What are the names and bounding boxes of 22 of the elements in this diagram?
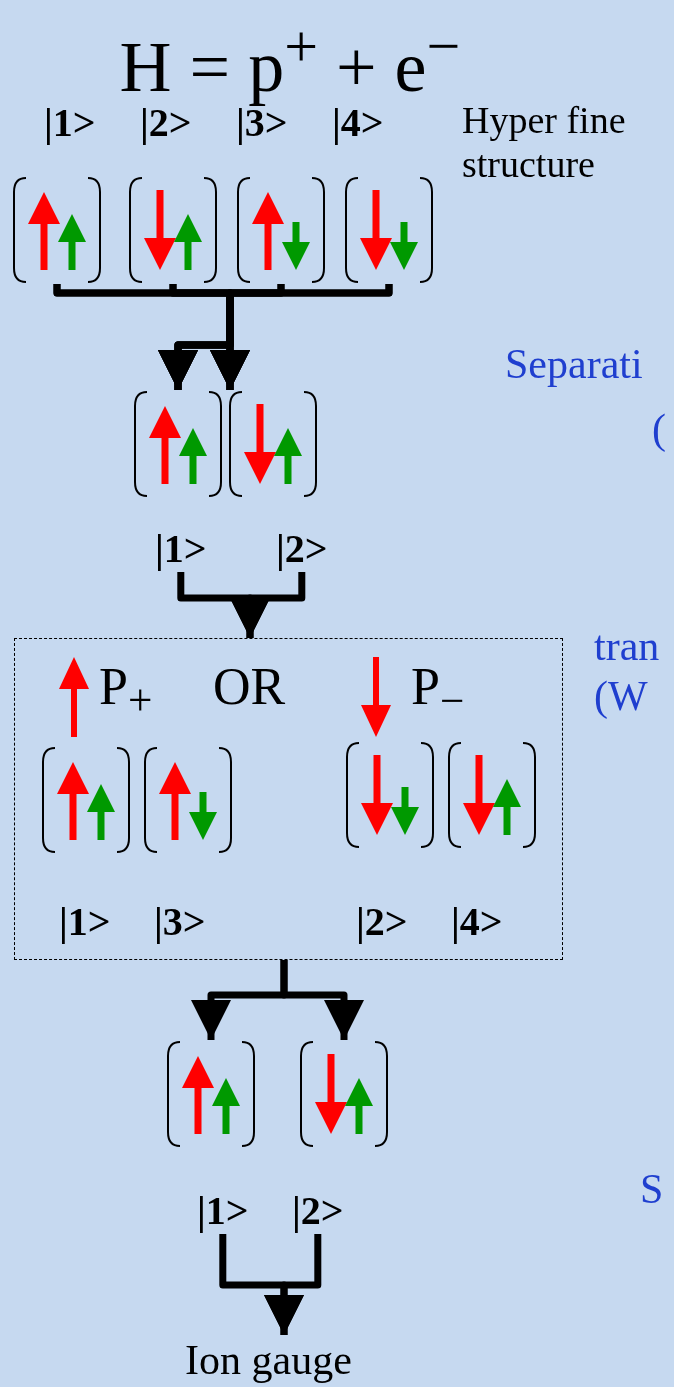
ket-label: |2> xyxy=(292,1188,344,1234)
note-text: ( xyxy=(652,405,666,453)
note-text: Separati xyxy=(505,340,643,388)
state-label: OR xyxy=(213,657,286,717)
ket-label: |4> xyxy=(332,100,384,146)
state-label: P$_{−}$ xyxy=(411,657,465,727)
note-text: tran xyxy=(594,622,660,670)
note-text: S xyxy=(640,1165,664,1213)
ket-label: |4> xyxy=(451,899,503,945)
ket-label: |2> xyxy=(140,100,192,146)
output-text: Ion gauge xyxy=(185,1336,352,1385)
dashed-group-box xyxy=(14,638,563,960)
note-text: (W xyxy=(594,672,648,720)
note-text: Hyper fine structure xyxy=(462,98,627,186)
ket-label: |2> xyxy=(356,899,408,945)
ket-label: |1> xyxy=(155,526,207,572)
state-label: P$_{+}$ xyxy=(99,657,153,727)
ket-label: |1> xyxy=(197,1188,249,1234)
ket-label: |3> xyxy=(154,899,206,945)
ket-label: |2> xyxy=(276,526,328,572)
ket-label: |1> xyxy=(59,899,111,945)
ket-label: |1> xyxy=(44,100,96,146)
